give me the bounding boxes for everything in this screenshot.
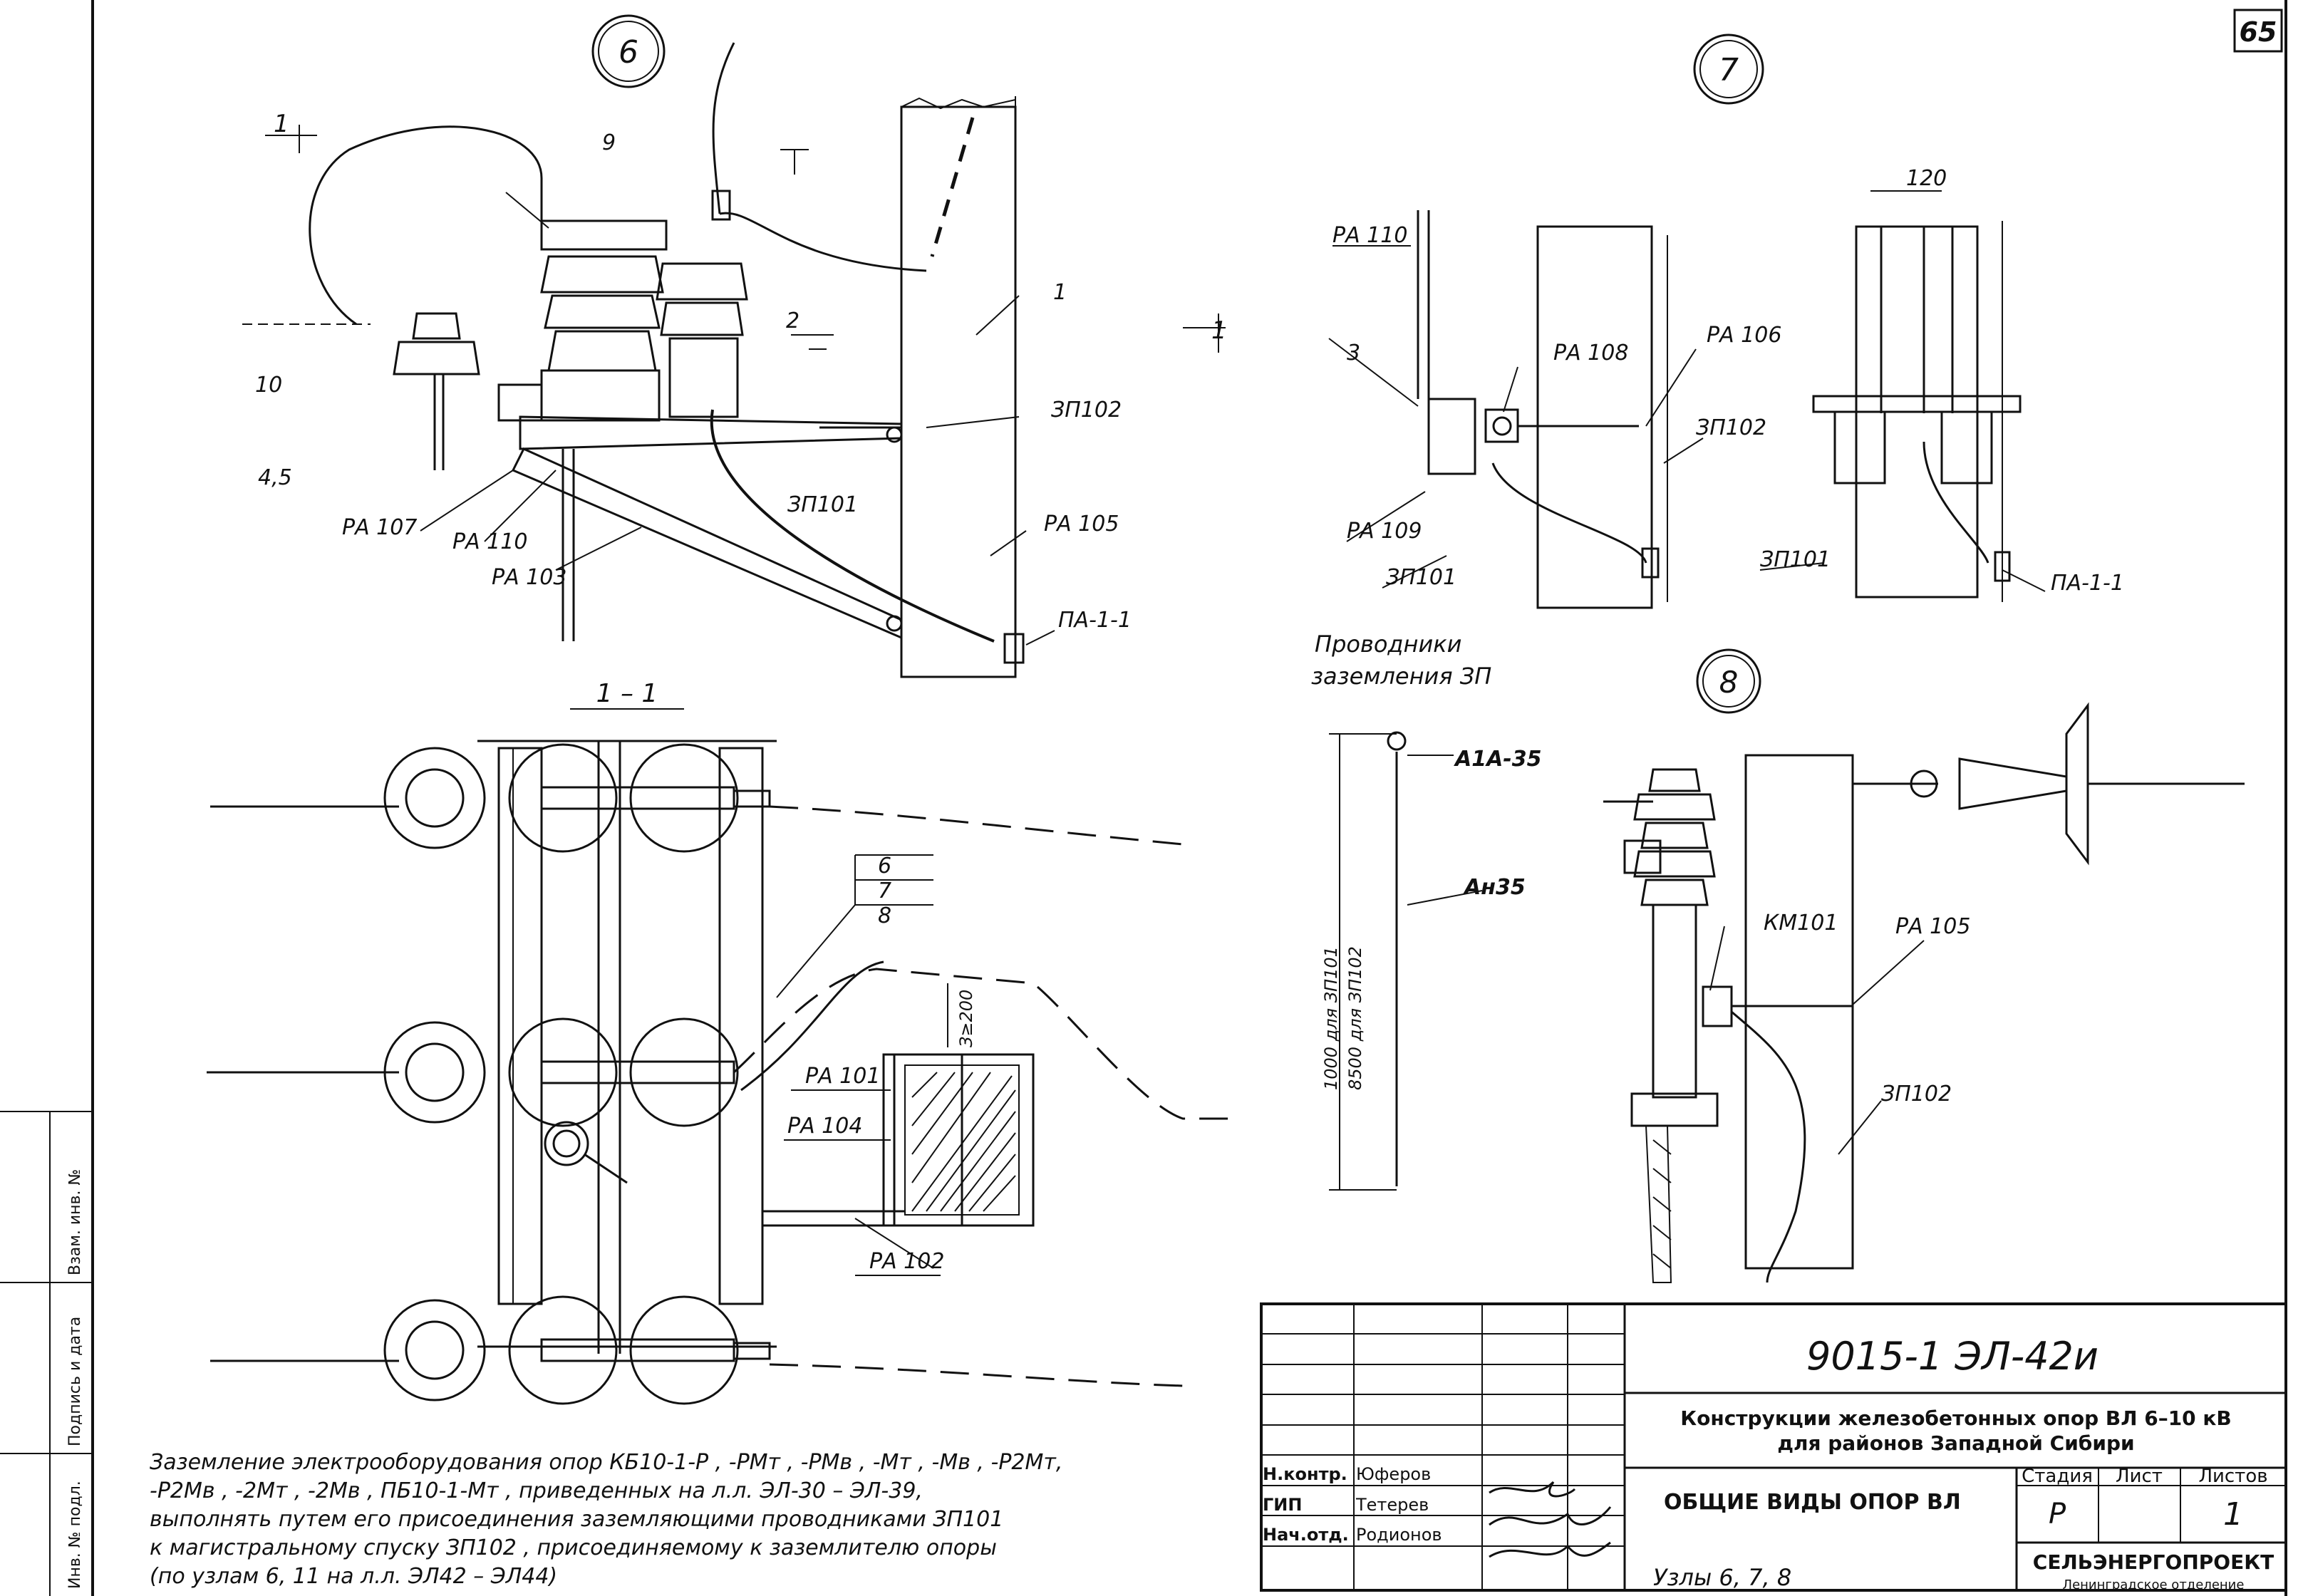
label-v8-km101: КМ101: [1764, 911, 1838, 936]
ground-conductor-figure: [1329, 731, 1483, 1191]
name-2: Тетерев: [1355, 1495, 1429, 1515]
name-1: Юферов: [1356, 1464, 1431, 1484]
label-v6-zp102: ЗП102: [1051, 398, 1122, 423]
note-line-4: к магистральному спуску ЗП102 , присоеди…: [150, 1535, 997, 1560]
sheets-label: Листов: [2198, 1466, 2267, 1487]
org-sub: Ленинградское отделение: [2063, 1577, 2245, 1592]
section-plan: [207, 708, 1240, 1405]
doc-code: 9015-1 ЭЛ-42и: [1806, 1334, 2098, 1379]
conductors-title-1: Проводники: [1315, 631, 1461, 658]
label-v6-1: 1: [1053, 280, 1067, 305]
label-v6-9: 9: [602, 130, 616, 155]
label-v7-dim120: 120: [1906, 166, 1947, 191]
pole-v6: [900, 105, 1017, 678]
role-1: Н.контр.: [1263, 1464, 1347, 1484]
name-3: Родионов: [1356, 1525, 1442, 1545]
label-v7-pa110: РА 110: [1332, 223, 1407, 248]
brace-v6: [511, 447, 903, 640]
role-3: Нач.отд.: [1263, 1525, 1349, 1545]
label-v7-zp101: ЗП101: [1386, 565, 1456, 590]
section-plan-labels: 1 – 1 6 7 8 РА 101 РА 104 РА 102 З≥200: [596, 679, 976, 1274]
label-v8-zp102: ЗП102: [1881, 1082, 1952, 1107]
label-v6-pa103: РА 103: [492, 565, 566, 590]
sheets-value: 1: [2223, 1496, 2243, 1533]
label-v6-pa110: РА 110: [452, 529, 527, 554]
label-plan-pa104: РА 104: [787, 1114, 862, 1139]
view-7-badge: [1693, 33, 1764, 105]
dim-line-1: 1000 для ЗП101: [1321, 946, 1341, 1090]
view-6-badge: [591, 14, 666, 88]
label-plan-7: 7: [878, 879, 891, 903]
stage-label: Стадия: [2022, 1466, 2093, 1487]
note-line-3: выполнять путем его присоединения заземл…: [150, 1507, 1003, 1532]
label-plan-dim200: З≥200: [956, 990, 976, 1047]
label-v7-zp101b: ЗП101: [1760, 547, 1831, 572]
label-plan-6: 6: [878, 854, 891, 879]
label-plan-pa102: РА 102: [869, 1249, 944, 1274]
section-title: 1 – 1: [596, 679, 658, 708]
side-stamp: Взам. инв. № Подпись и дата Инв. № подл.: [0, 1111, 93, 1596]
page-number-box: 65: [2233, 9, 2283, 53]
role-2: ГИП: [1263, 1495, 1302, 1515]
stamp-inv: Инв. № подл.: [66, 1481, 84, 1589]
label-v7-pa109: РА 109: [1347, 519, 1422, 544]
view-6-number: 6: [619, 34, 638, 71]
view-6: [242, 14, 1226, 678]
label-plan-pa101: РА 101: [805, 1064, 880, 1089]
label-a1a35: А1А-35: [1454, 747, 1542, 772]
note-line-1: Заземление электрооборудования опор КБ10…: [150, 1450, 1062, 1475]
view-8-number: 8: [1719, 665, 1739, 700]
stage-value: Р: [2049, 1498, 2066, 1530]
label-v7-pa106: РА 106: [1707, 323, 1781, 348]
project-line-2: для районов Западной Сибири: [1777, 1431, 2134, 1455]
label-v6-10: 10: [255, 373, 282, 398]
label-v7-pa108: РА 108: [1553, 341, 1628, 366]
dim-line-2: 8500 для ЗП102: [1345, 946, 1365, 1090]
stamp-podpis: Подпись и дата: [66, 1317, 84, 1446]
label-v6-zp101: ЗП101: [787, 492, 858, 517]
cut-mark-left: 1: [274, 110, 289, 138]
label-v6-pa11: ПА-1-1: [1058, 608, 1132, 633]
label-v8-pa105: РА 105: [1895, 914, 1970, 939]
label-v6-pa105: РА 105: [1044, 512, 1119, 537]
ground-conductor-labels: Проводники заземления ЗП А1А-35 Ан35 100…: [1311, 631, 1542, 1090]
label-an35: Ан35: [1463, 875, 1526, 900]
cut-mark-right: 1: [1211, 316, 1227, 345]
project-line-1: Конструкции железобетонных опор ВЛ 6–10 …: [1680, 1406, 2232, 1430]
page-number: 65: [2240, 16, 2277, 48]
view-8-badge: [1696, 648, 1761, 714]
label-v7-zp102: ЗП102: [1696, 415, 1766, 440]
sheet-title: ОБЩИЕ ВИДЫ ОПОР ВЛ: [1664, 1490, 1961, 1515]
title-block: [1260, 1302, 2287, 1592]
view-6-labels: 6 1 1 9 10 4,5 2 1 РА 107 РА 110 РА 103 …: [255, 34, 1227, 633]
label-v7-3: 3: [1347, 341, 1360, 366]
view-8-labels: 8 КМ101 РА 105 ЗП102: [1719, 665, 1971, 1107]
note-text: Заземление электрооборудования опор КБ10…: [150, 1450, 1062, 1589]
view-7-number: 7: [1719, 52, 1739, 88]
view-7: [1328, 33, 2046, 609]
stamp-vzam: Взам. инв. №: [66, 1169, 84, 1275]
label-v6-45: 4,5: [258, 465, 292, 490]
conductors-title-2: заземления ЗП: [1311, 663, 1491, 690]
note-line-5: (по узлам 6, 11 на л.л. ЭЛ42 – ЭЛ44): [150, 1564, 557, 1589]
sheet-label: Лист: [2116, 1466, 2163, 1487]
view-7-labels: 7 РА 110 3 РА 108 РА 106 ЗП102 РА 109 ЗП…: [1332, 52, 2124, 596]
view-8: [1603, 648, 2245, 1283]
org-name: СЕЛЬЭНЕРГОПРОЕКТ: [2033, 1550, 2274, 1574]
label-v6-pa107: РА 107: [342, 515, 417, 540]
label-plan-8: 8: [878, 903, 891, 928]
label-v6-2: 2: [786, 309, 799, 333]
sheet-subtitle: Узлы 6, 7, 8: [1653, 1564, 1791, 1591]
note-line-2: -Р2Мв , -2Мт , -2Мв , ПБ10-1-Мт , привед…: [150, 1478, 923, 1503]
label-v7-pa11: ПА-1-1: [2051, 571, 2124, 596]
title-block-text: 9015-1 ЭЛ-42и Конструкции железобетонных…: [1263, 1334, 2274, 1592]
